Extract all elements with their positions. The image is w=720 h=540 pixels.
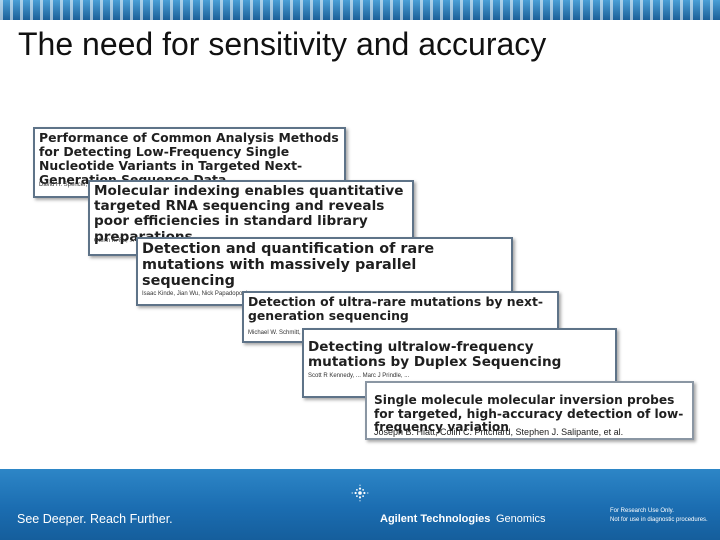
paper-clipping-4: Detection of ultra-rare mutations by nex… (242, 291, 559, 343)
paper-authors: Isaac Kinde, Jian Wu, Nick Papadopoulos,… (142, 291, 262, 297)
header-pattern-band (0, 0, 720, 20)
footer-bar (0, 469, 720, 540)
slide-title: The need for sensitivity and accuracy (18, 26, 547, 62)
paper-authors: Scott R Kennedy, ... Marc J Prindle, ... (308, 373, 410, 379)
paper-authors: Michael W. Schmitt, ... (248, 330, 308, 336)
paper-title: Performance of Common Analysis Methods f… (39, 130, 339, 187)
paper-title: Detection of ultra-rare mutations by nex… (248, 294, 544, 323)
agilent-spark-icon (351, 484, 369, 502)
paper-clipping-6: Single molecule molecular inversion prob… (365, 381, 694, 440)
paper-authors: David H. Spencer, ... (39, 182, 95, 188)
paper-title: Detection and quantification of rare mut… (142, 241, 435, 290)
disclaimer-line-1: For Research Use Only. (610, 508, 674, 514)
division-name: Genomics (496, 513, 546, 525)
paper-clipping-1: Performance of Common Analysis Methods f… (33, 127, 346, 198)
paper-title: Detecting ultralow-frequency mutations b… (308, 339, 562, 371)
disclaimer-line-2: Not for use in diagnostic procedures. (610, 517, 708, 523)
footer-tagline: See Deeper. Reach Further. (17, 512, 173, 526)
paper-title: Single molecule molecular inversion prob… (374, 393, 684, 435)
paper-title: Molecular indexing enables quantitative … (94, 183, 404, 244)
company-name: Agilent Technologies (380, 513, 491, 525)
paper-authors: Joseph B. Hiatt, Colin C. Pritchard, Ste… (374, 427, 624, 437)
footer-disclaimer: For Research Use Only. Not for use in di… (610, 507, 708, 525)
